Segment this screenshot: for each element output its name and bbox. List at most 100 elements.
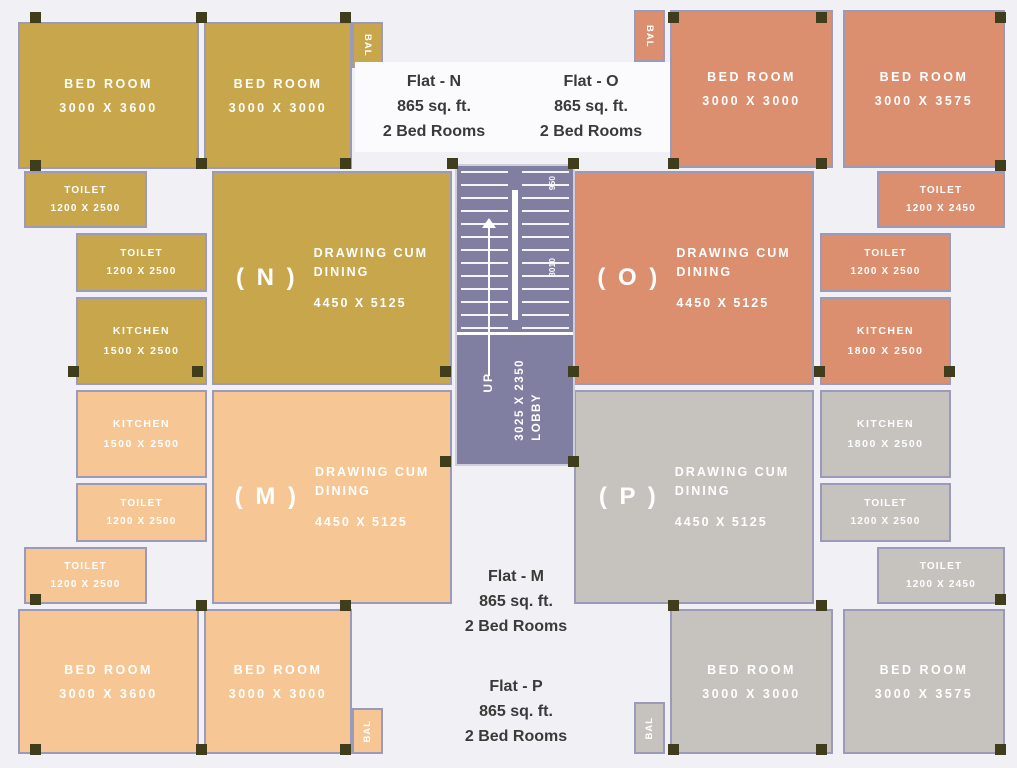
column-marker — [995, 744, 1006, 755]
room-name: KITCHEN — [856, 418, 915, 430]
column-marker — [68, 366, 79, 377]
flat-beds: 2 Bed Rooms — [539, 123, 643, 140]
flat-m-drawing-dining: ( M ) DRAWING CUM DINING 4450 X 5125 — [212, 390, 452, 604]
room-dims: 1200 X 2500 — [850, 516, 921, 527]
column-marker — [568, 158, 579, 169]
column-marker — [995, 12, 1006, 23]
flat-title: Flat - P — [489, 678, 543, 695]
column-marker — [30, 594, 41, 605]
room-name: TOILET — [919, 561, 963, 572]
room-name: TOILET — [120, 498, 163, 509]
room-name: BED ROOM — [879, 662, 969, 677]
room-label: BED ROOM 3000 X 3000 — [229, 663, 327, 701]
room-label: TOILET 1200 X 2500 — [851, 248, 921, 277]
flat-m-toilet-inner: TOILET 1200 X 2500 — [76, 483, 207, 542]
flat-p-drawing-dining: ( P ) DRAWING CUM DINING 4450 X 5125 — [574, 390, 814, 604]
flat-beds: 2 Bed Rooms — [464, 728, 568, 745]
column-marker — [440, 456, 451, 467]
flat-o-balcony: BAL — [634, 10, 665, 62]
stair-dim-top: 950 — [547, 176, 557, 191]
room-name: TOILET — [64, 185, 107, 196]
column-marker — [816, 600, 827, 611]
room-name: DINING — [313, 265, 370, 279]
room-label: BED ROOM 3000 X 3000 — [229, 77, 327, 115]
room-label: KITCHEN 1800 X 2500 — [847, 325, 923, 357]
up-arrow-icon — [482, 218, 496, 228]
flat-o-label: ( O ) — [597, 264, 661, 291]
flat-o-toilet-upper: TOILET 1200 X 2450 — [877, 171, 1005, 228]
room-dims: 1200 X 2500 — [50, 203, 121, 214]
room-name: DINING — [676, 265, 733, 279]
room-label: BED ROOM 3000 X 3000 — [702, 70, 800, 108]
room-dims: 1800 X 2500 — [847, 345, 924, 357]
room-name: BED ROOM — [233, 662, 323, 677]
room-name: TOILET — [64, 561, 107, 572]
column-marker — [995, 160, 1006, 171]
room-name: KITCHEN — [856, 325, 915, 337]
balcony-label: BAL — [644, 716, 655, 740]
room-name: TOILET — [864, 498, 907, 509]
stair-landing — [457, 332, 573, 335]
flat-m-label: ( M ) — [234, 483, 299, 510]
room-name: DRAWING CUM — [674, 465, 790, 479]
flat-area: 865 sq. ft. — [479, 703, 553, 720]
stair-flight-right — [522, 171, 569, 332]
lobby-label: 3025 X 2350 LOBBY — [514, 359, 543, 441]
room-label: DRAWING CUM DINING 4450 X 5125 — [314, 246, 428, 310]
flat-n-bedroom-1: BED ROOM 3000 X 3600 — [18, 22, 199, 169]
column-marker — [192, 366, 203, 377]
flat-m-balcony: BAL — [352, 708, 383, 754]
stair-divider — [512, 190, 518, 320]
room-name: DINING — [674, 484, 731, 498]
flat-area: 865 sq. ft. — [397, 98, 471, 115]
column-marker — [944, 366, 955, 377]
flat-m-annotation: Flat - M 865 sq. ft. 2 Bed Rooms — [436, 558, 596, 646]
column-marker — [340, 12, 351, 23]
flat-n-bedroom-2: BED ROOM 3000 X 3000 — [204, 22, 352, 169]
room-name: BED ROOM — [64, 662, 153, 677]
room-name: DRAWING CUM — [314, 465, 430, 479]
column-marker — [668, 12, 679, 23]
column-marker — [568, 456, 579, 467]
room-dims: 3000 X 3575 — [874, 686, 974, 701]
column-marker — [196, 744, 207, 755]
flat-n-toilet-inner: TOILET 1200 X 2500 — [76, 233, 207, 292]
column-marker — [30, 160, 41, 171]
room-label: KITCHEN 1500 X 2500 — [103, 325, 179, 357]
flat-title: Flat - N — [406, 73, 462, 90]
room-dims: 3000 X 3000 — [702, 94, 801, 108]
flat-n-drawing-dining: ( N ) DRAWING CUM DINING 4450 X 5125 — [212, 171, 452, 385]
room-label: TOILET 1200 X 2450 — [906, 561, 976, 590]
up-arrow-line — [488, 226, 490, 376]
column-marker — [814, 366, 825, 377]
flat-area: 865 sq. ft. — [554, 98, 628, 115]
column-marker — [340, 158, 351, 169]
lobby-dims: 3025 X 2350 — [513, 358, 526, 441]
flat-p-balcony: BAL — [634, 702, 665, 754]
column-marker — [30, 744, 41, 755]
flat-m-bedroom-2: BED ROOM 3000 X 3000 — [204, 609, 352, 754]
room-label: KITCHEN 1800 X 2500 — [847, 418, 923, 450]
flat-p-kitchen: KITCHEN 1800 X 2500 — [820, 390, 951, 478]
room-label: TOILET 1200 X 2500 — [851, 498, 921, 527]
room-name: TOILET — [919, 185, 963, 196]
column-marker — [568, 366, 579, 377]
flat-beds: 2 Bed Rooms — [382, 123, 486, 140]
flat-p-toilet-inner: TOILET 1200 X 2500 — [820, 483, 951, 542]
room-label: TOILET 1200 X 2450 — [906, 185, 976, 214]
room-name: BED ROOM — [64, 76, 153, 91]
flat-n-kitchen: KITCHEN 1500 X 2500 — [76, 297, 207, 385]
column-marker — [30, 12, 41, 23]
room-label: BED ROOM 3000 X 3600 — [59, 77, 157, 115]
flat-o-drawing-dining: ( O ) DRAWING CUM DINING 4450 X 5125 — [574, 171, 814, 385]
room-dims: 4450 X 5125 — [313, 296, 407, 310]
room-name: DRAWING CUM — [676, 246, 791, 260]
flat-n-annotation: Flat - N 865 sq. ft. 2 Bed Rooms — [355, 62, 513, 152]
room-dims: 1200 X 2500 — [850, 266, 921, 277]
room-name: DINING — [314, 484, 371, 498]
room-dims: 1500 X 2500 — [103, 345, 180, 357]
flat-o-bedroom-2: BED ROOM 3000 X 3575 — [843, 10, 1005, 168]
column-marker — [816, 744, 827, 755]
flat-title: Flat - O — [563, 73, 619, 90]
stair-dim-mid: 3010 — [547, 258, 557, 277]
